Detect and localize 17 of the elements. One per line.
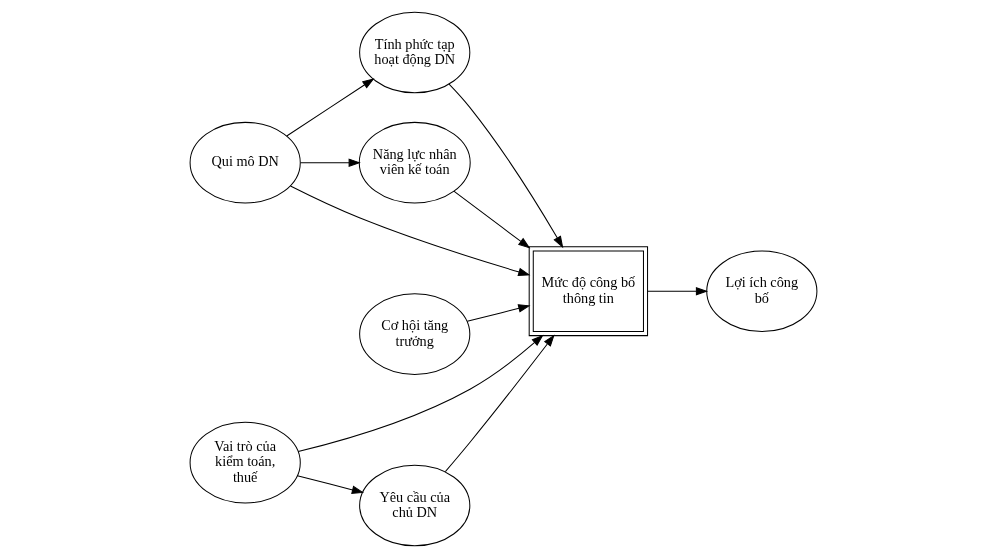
arrow (444, 334, 555, 473)
node-ellipse: Qui mô DN (189, 121, 301, 204)
node-ellipse: Năng lực nhân viên kế toán (358, 121, 471, 204)
node-ellipse: Lợi ích công bố (705, 250, 817, 333)
arrow (448, 83, 563, 249)
arrow (452, 190, 530, 249)
node-ellipse: Yêu cầu của chủ DN (358, 464, 470, 547)
arrow (285, 78, 375, 137)
node-box: Mức độ công bố thông tin (528, 246, 648, 337)
arrow (296, 475, 364, 494)
arrow (646, 286, 708, 296)
arrow (289, 185, 530, 276)
node-ellipse: Vai trò của kiểm toán, thuế (189, 421, 301, 504)
arrow (466, 304, 530, 322)
arrow (299, 158, 361, 167)
arrow (297, 334, 544, 452)
node-ellipse: Cơ hội tăng trưởng (358, 293, 470, 375)
